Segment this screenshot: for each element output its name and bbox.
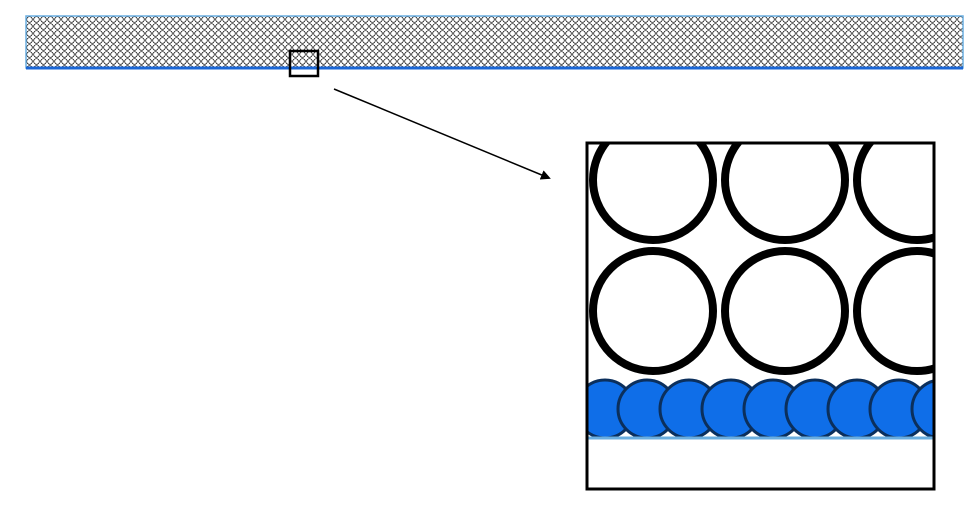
overview-strip — [25, 15, 964, 70]
large-particle-row-2 — [589, 247, 934, 375]
overview-strip-fill — [26, 16, 963, 68]
large-particle — [721, 247, 849, 375]
large-particle — [721, 143, 849, 244]
zoom-arrow — [333, 88, 551, 180]
zoom-panel — [585, 141, 936, 491]
large-particle — [589, 143, 717, 244]
zoom-selection-box — [288, 49, 320, 78]
zoom-panel-content — [587, 143, 934, 440]
large-particle — [853, 247, 934, 375]
bottom-particle-layer — [587, 378, 934, 440]
bottom-particle — [910, 379, 934, 439]
large-particle — [589, 247, 717, 375]
large-particle — [853, 143, 934, 244]
zoom-panel-frame — [585, 141, 936, 491]
large-particle-row-1 — [589, 143, 934, 244]
